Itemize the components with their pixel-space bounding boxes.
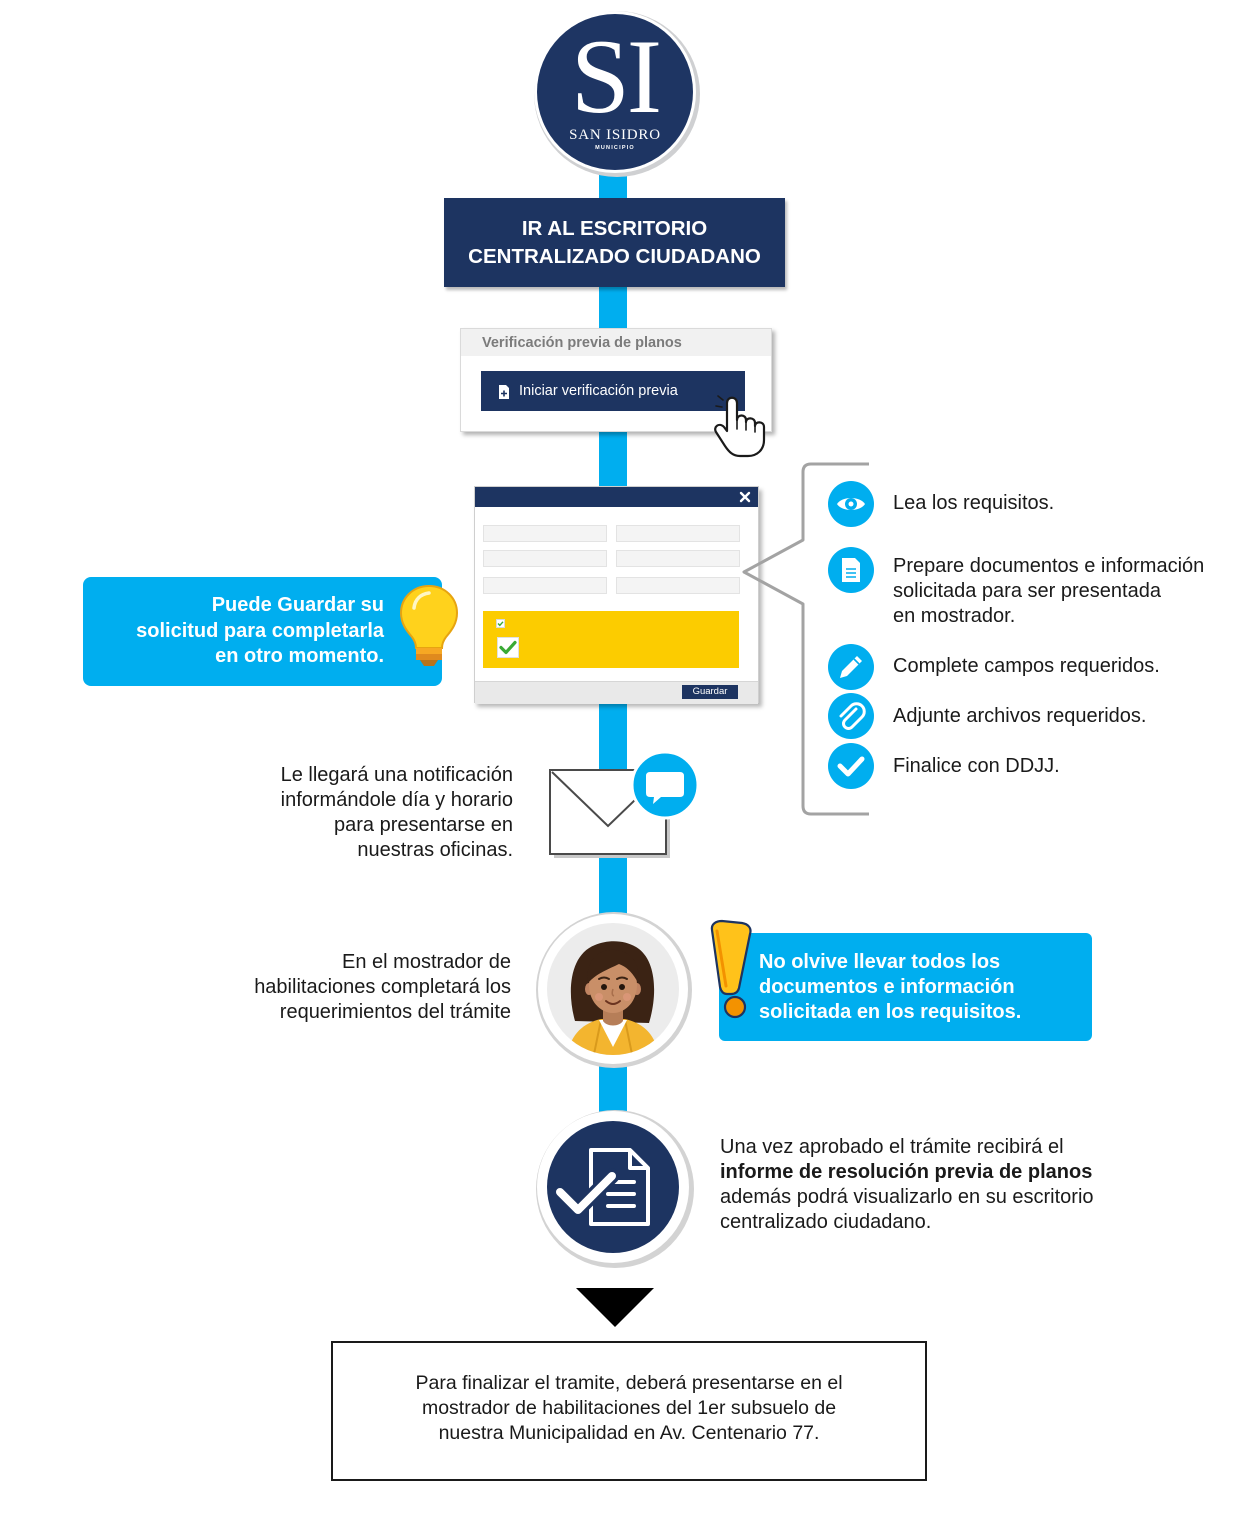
final-step-box: Para finalizar el tramite, deberá presen… — [331, 1341, 927, 1481]
save-button[interactable]: Guardar — [682, 685, 738, 699]
pencil-icon — [828, 644, 874, 690]
requirements-bracket — [742, 462, 869, 816]
form-field[interactable] — [483, 577, 607, 594]
logo-subtitle: MUNICIPIO — [595, 145, 635, 151]
close-icon[interactable] — [739, 491, 751, 503]
requirement-attach: Adjunte archivos requeridos. — [827, 692, 1217, 740]
step-escritorio-line-1: IR AL ESCRITORIO — [521, 216, 708, 240]
eye-icon — [828, 481, 874, 527]
verification-card: Verificación previa de planos Iniciar ve… — [460, 328, 772, 432]
envelope-icon — [549, 750, 700, 858]
reminder-line: No olvive llevar todos los — [759, 950, 1001, 973]
declaration-panel — [483, 611, 739, 668]
requirement-line: Prepare documentos e información — [893, 554, 1205, 577]
step-escritorio-box: IR AL ESCRITORIO CENTRALIZADO CIUDADANO — [444, 198, 785, 287]
reminder-line: solicitada en los requisitos. — [759, 1000, 1022, 1023]
hand-pointer-icon — [714, 395, 766, 458]
form-field[interactable] — [616, 550, 740, 567]
approval-text: Una vez aprobado el trámite recibirá el … — [720, 1135, 1094, 1235]
logo-monogram: SI — [571, 18, 659, 135]
logo-name: SAN ISIDRO — [569, 127, 661, 143]
card-header — [461, 329, 771, 356]
requirement-text: Lea los requisitos. — [893, 491, 1055, 514]
save-tip-line: Puede Guardar su — [211, 594, 384, 617]
file-plus-icon — [499, 385, 509, 399]
modal-footer: Guardar — [475, 681, 758, 704]
requirement-text: Finalice con DDJJ. — [893, 754, 1060, 777]
approval-line: Una vez aprobado el trámite recibirá el — [720, 1135, 1064, 1158]
requirement-complete: Complete campos requeridos. — [827, 643, 1217, 691]
start-verification-button[interactable]: Iniciar verificación previa — [481, 371, 745, 411]
agent-avatar-icon — [536, 912, 692, 1068]
notification-line: Le llegará una notificación — [280, 763, 513, 786]
reminder-text: No olvive llevar todos los documentos e … — [759, 933, 1021, 1041]
approval-line: además podrá visualizarlo en su escritor… — [720, 1185, 1094, 1208]
arrow-down-icon — [576, 1288, 654, 1327]
counter-line: En el mostrador de — [342, 950, 511, 973]
checkmark-icon[interactable] — [497, 637, 519, 658]
modal-header — [475, 487, 758, 507]
chat-bubble-icon — [630, 750, 700, 820]
reminder-box: No olvive llevar todos los documentos e … — [719, 933, 1092, 1041]
approval-report-name: informe de resolución previa de planos — [720, 1160, 1093, 1183]
notification-line: para presentarse en — [333, 813, 513, 836]
form-field[interactable] — [483, 525, 607, 542]
start-verification-label: Iniciar verificación previa — [519, 383, 678, 399]
requirement-text: Prepare documentos e información solicit… — [893, 554, 1204, 629]
check-icon — [828, 743, 874, 789]
requirement-line: solicitada para ser presentada — [893, 579, 1161, 602]
requirement-text: Complete campos requeridos. — [893, 654, 1160, 677]
save-tip-line: en otro momento. — [215, 645, 384, 668]
counter-line: requerimientos del trámite — [279, 1000, 511, 1023]
final-step-line: mostrador de habilitaciones del 1er subs… — [421, 1396, 837, 1419]
requirement-text: Adjunte archivos requeridos. — [893, 704, 1147, 727]
save-tip-text: Puede Guardar su solicitud para completa… — [136, 577, 384, 686]
form-field[interactable] — [616, 525, 740, 542]
exclamation-icon — [710, 919, 752, 1019]
approval-line: centralizado ciudadano. — [720, 1210, 932, 1233]
small-checkbox[interactable] — [496, 619, 505, 628]
form-modal: Guardar — [474, 486, 759, 704]
reminder-line: documentos e información — [759, 975, 1015, 998]
san-isidro-logo: SI SAN ISIDRO MUNICIPIO — [534, 11, 700, 177]
step-escritorio-line-2: CENTRALIZADO CIUDADANO — [468, 244, 761, 268]
requirement-finish: Finalice con DDJJ. — [827, 742, 1217, 790]
requirement-line: en mostrador. — [893, 604, 1016, 627]
requirement-read: Lea los requisitos. — [827, 480, 1217, 528]
form-field[interactable] — [483, 550, 607, 567]
final-step-line: nuestra Municipalidad en Av. Centenario … — [438, 1421, 820, 1444]
counter-line: habilitaciones completará los — [254, 975, 511, 998]
final-step-line: Para finalizar el tramite, deberá presen… — [415, 1371, 843, 1394]
notification-text: Le llegará una notificación informándole… — [200, 763, 513, 863]
document-icon — [828, 547, 874, 593]
card-title: Verificación previa de planos — [482, 335, 682, 351]
form-field[interactable] — [616, 577, 740, 594]
document-check-icon — [536, 1110, 694, 1268]
lightbulb-icon — [399, 584, 459, 666]
save-tip-box: Puede Guardar su solicitud para completa… — [83, 577, 442, 686]
save-tip-line: solicitud para completarla — [136, 619, 384, 642]
counter-text: En el mostrador de habilitaciones comple… — [150, 950, 511, 1025]
notification-line: nuestras oficinas. — [357, 838, 513, 861]
requirement-prepare: Prepare documentos e información solicit… — [827, 546, 1217, 629]
notification-line: informándole día y horario — [280, 788, 513, 811]
paperclip-icon — [828, 693, 874, 739]
